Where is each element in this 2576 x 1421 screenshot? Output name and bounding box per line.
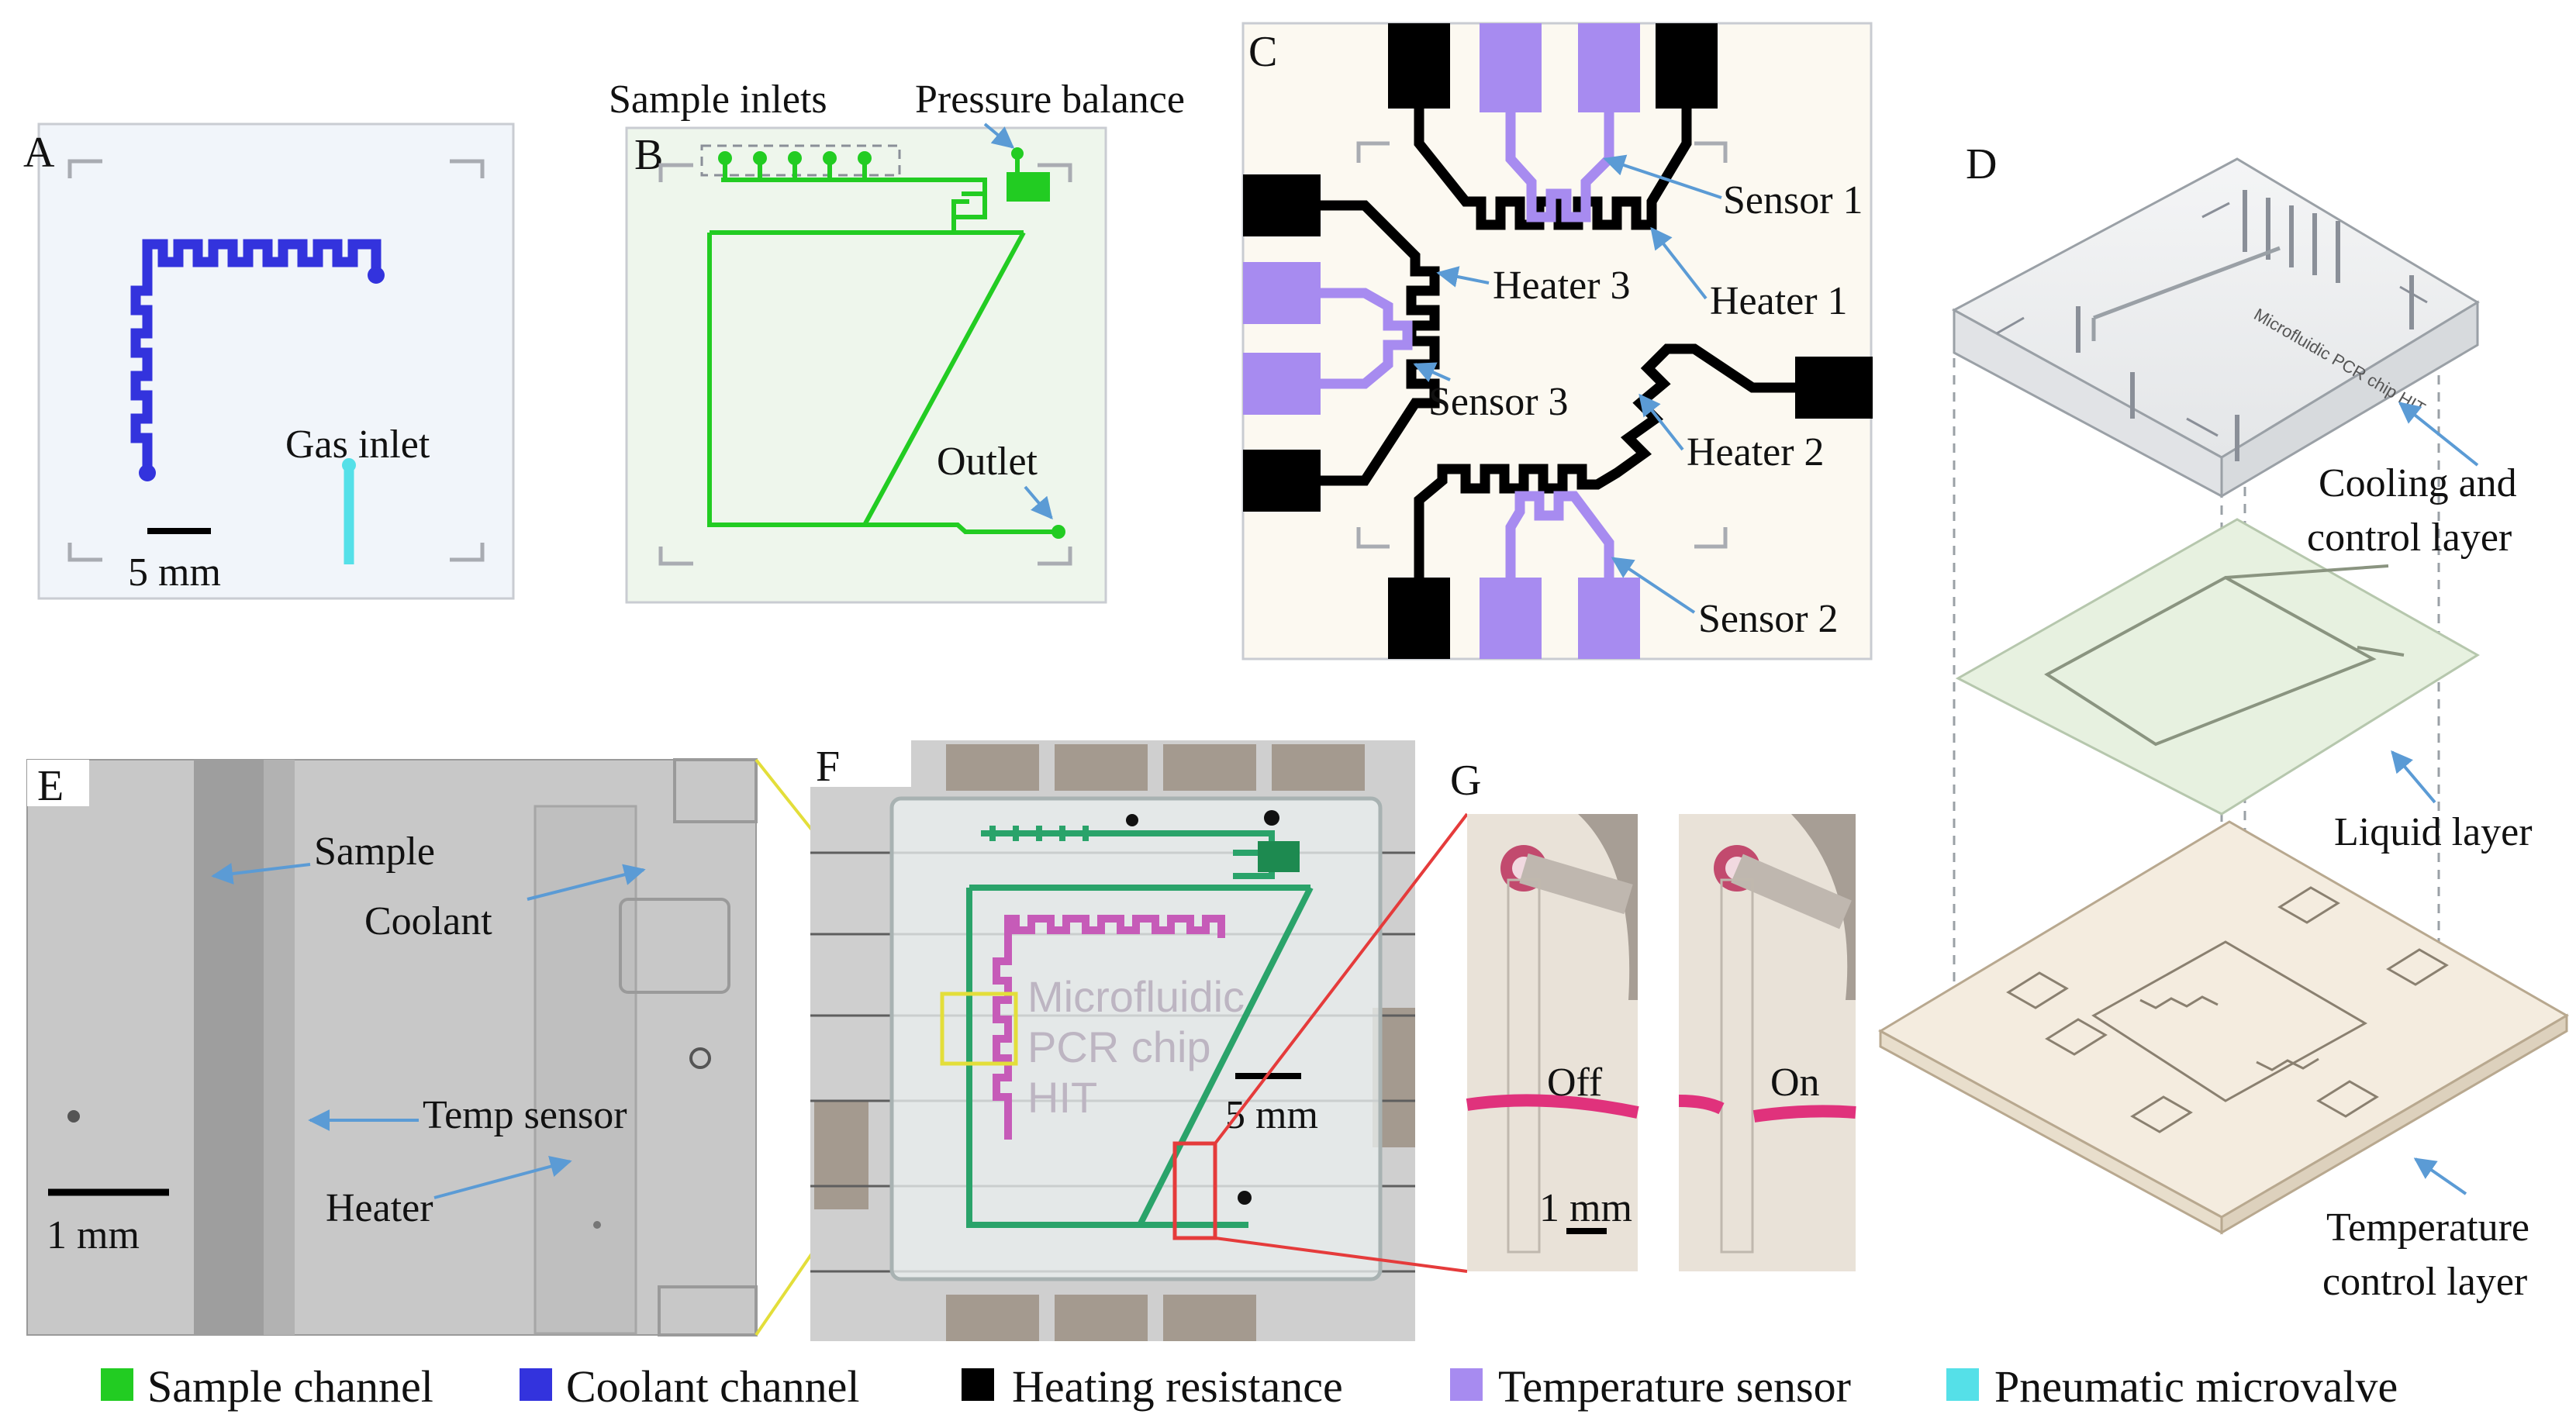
- outlet-label: Outlet: [937, 440, 1038, 484]
- cooling-layer-label-2: control layer: [2307, 516, 2512, 560]
- foam-blocks: [814, 744, 1415, 1341]
- sample-label: Sample: [314, 829, 435, 874]
- sensor-pads: [1243, 23, 1640, 659]
- panel-f-scale-label: 5 mm: [1225, 1093, 1318, 1137]
- legend: Sample channel Coolant channel Heating r…: [101, 1361, 2398, 1412]
- panel-g-letter: G: [1450, 757, 1481, 805]
- heater-3-label: Heater 3: [1493, 264, 1631, 308]
- sensor-3: [1321, 288, 1413, 389]
- sensor-1-label: Sensor 1: [1723, 178, 1863, 222]
- zoom-lines-g: [1214, 812, 1469, 1273]
- temperature-layer-label-1: Temperature: [2326, 1205, 2529, 1250]
- valve-on-photo: On: [1678, 814, 1856, 1271]
- panel-b-alignment-marks: [658, 163, 1072, 566]
- layer-alignment-lines: [1953, 163, 2440, 1202]
- panel-g: G Off On 1 mm: [1450, 757, 1856, 1271]
- sensor-1: [1505, 112, 1614, 222]
- valve-off-photo: Off: [1466, 814, 1639, 1271]
- legend-label-2: Heating resistance: [1012, 1361, 1343, 1412]
- cooling-control-layer: Microfluidic PCR chip HIT: [1951, 157, 2480, 498]
- panel-b: B Sample inlets Pressure balance Outlet: [609, 78, 1185, 604]
- heater-2: [1414, 343, 1795, 578]
- heater-label: Heater: [326, 1186, 433, 1230]
- panel-f-letter: F: [816, 743, 840, 791]
- photo-chip-text-1: Microfluidic: [1027, 972, 1245, 1021]
- legend-swatch-0: [101, 1368, 133, 1401]
- sensor-3-label: Sensor 3: [1428, 380, 1569, 424]
- panel-d-letter: D: [1966, 140, 1997, 188]
- heater-1-label: Heater 1: [1710, 279, 1848, 323]
- panel-c-letter: C: [1248, 28, 1277, 76]
- panel-a-letter: A: [23, 129, 55, 177]
- panel-a-alignment-marks: [67, 159, 485, 562]
- coolant-channel: [130, 239, 382, 473]
- sensor-2: [1505, 491, 1614, 578]
- sample-channel: [707, 158, 1058, 534]
- legend-label-1: Coolant channel: [566, 1361, 860, 1412]
- legend-label-3: Temperature sensor: [1498, 1361, 1851, 1412]
- heater-pads: [1243, 23, 1873, 659]
- pressure-balance-chamber: [1007, 172, 1050, 202]
- zoom-box-e: [940, 992, 1018, 1066]
- photo-chip-text-2: PCR chip: [1027, 1023, 1211, 1071]
- pressure-balance-label: Pressure balance: [915, 78, 1185, 122]
- legend-label-4: Pneumatic microvalve: [1994, 1361, 2398, 1412]
- panel-a: A Gas inlet 5 mm: [23, 122, 515, 600]
- sample-inlets-box: [700, 144, 901, 177]
- valve-off-label: Off: [1547, 1061, 1603, 1105]
- liquid-layer-label: Liquid layer: [2334, 810, 2533, 854]
- photo-chip-text-3: HIT: [1027, 1073, 1097, 1122]
- panel-f: Microfluidic PCR chip HIT F 5 mm: [810, 740, 1415, 1341]
- sensor-2-label: Sensor 2: [1698, 597, 1839, 641]
- panel-e: E Sample Coolant Temp sensor Heater 1 mm: [26, 758, 758, 1336]
- liquid-layer: [1955, 518, 2480, 816]
- legend-swatch-3: [1450, 1368, 1483, 1401]
- heater-2-label: Heater 2: [1687, 430, 1825, 474]
- panel-a-scale-label: 5 mm: [128, 550, 221, 595]
- photo-coolant-channel: [993, 915, 1225, 1140]
- sample-inlets-label: Sample inlets: [609, 78, 827, 122]
- gas-inlet-label: Gas inlet: [285, 423, 430, 467]
- panel-c-alignment-marks: [1356, 141, 1728, 549]
- sample-channel-band: [194, 760, 264, 1335]
- cooling-layer-label-1: Cooling and: [2319, 461, 2517, 505]
- valve-on-label: On: [1770, 1061, 1820, 1105]
- panel-e-scale-label: 1 mm: [47, 1213, 140, 1257]
- coolant-label: Coolant: [364, 899, 492, 943]
- temperature-layer-label-2: control layer: [2322, 1260, 2527, 1304]
- legend-swatch-2: [962, 1368, 994, 1401]
- zoom-box-g: [1172, 1141, 1217, 1240]
- panel-d: D Microfluidic PCR chip HIT: [1877, 140, 2569, 1304]
- temperature-control-layer: [1877, 820, 2569, 1235]
- legend-swatch-4: [1946, 1368, 1979, 1401]
- panel-b-letter: B: [634, 131, 663, 179]
- legend-swatch-1: [520, 1368, 552, 1401]
- panel-c: C: [1241, 22, 1873, 660]
- panel-e-letter: E: [37, 762, 64, 810]
- legend-label-0: Sample channel: [147, 1361, 433, 1412]
- temp-sensor-label: Temp sensor: [423, 1093, 627, 1137]
- heater-1: [1414, 109, 1692, 230]
- panel-g-scale-label: 1 mm: [1539, 1186, 1632, 1230]
